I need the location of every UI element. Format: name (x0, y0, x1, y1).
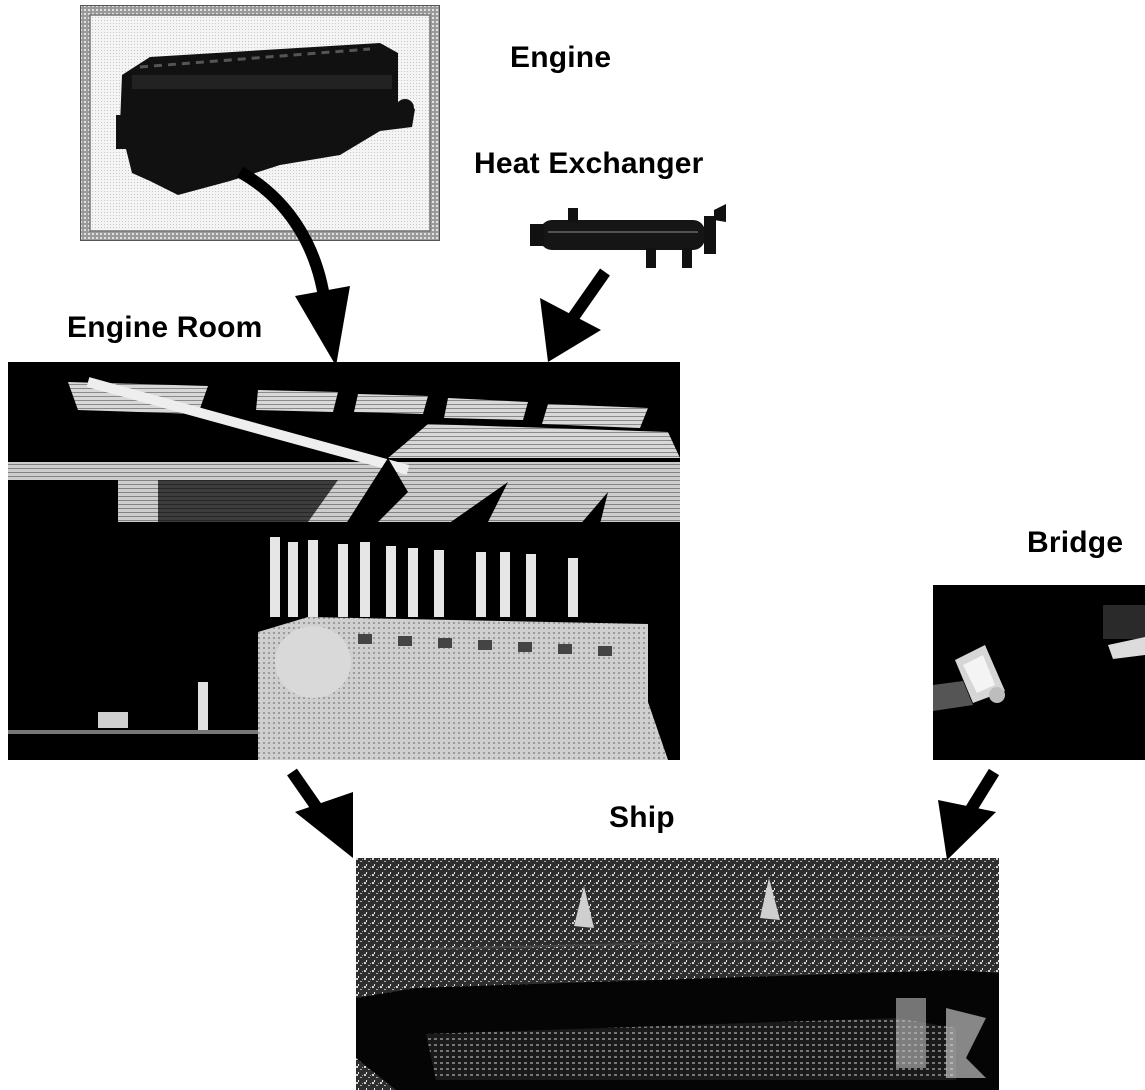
engine-label: Engine (510, 43, 611, 73)
arrowhead-engine-to-engine-room (295, 286, 350, 366)
bridge-image (933, 585, 1145, 760)
arrow-engine-room-to-ship (292, 772, 324, 818)
engine-room-image (8, 362, 680, 760)
engine-image (80, 5, 440, 241)
arrow-bridge-to-ship (968, 772, 994, 814)
ship-image (356, 858, 999, 1090)
arrowhead-engine-room-to-ship (295, 792, 353, 858)
bridge-label: Bridge (1027, 528, 1123, 558)
arrow-heat-exchanger-to-engine-room (570, 272, 605, 322)
heat-exchanger-label: Heat Exchanger (474, 149, 704, 179)
ship-label: Ship (609, 803, 675, 833)
heat-exchanger-image (528, 200, 728, 272)
arrowhead-bridge-to-ship (938, 800, 996, 860)
arrowhead-heat-exchanger-to-engine-room (540, 298, 601, 362)
engine-room-label: Engine Room (67, 313, 263, 343)
